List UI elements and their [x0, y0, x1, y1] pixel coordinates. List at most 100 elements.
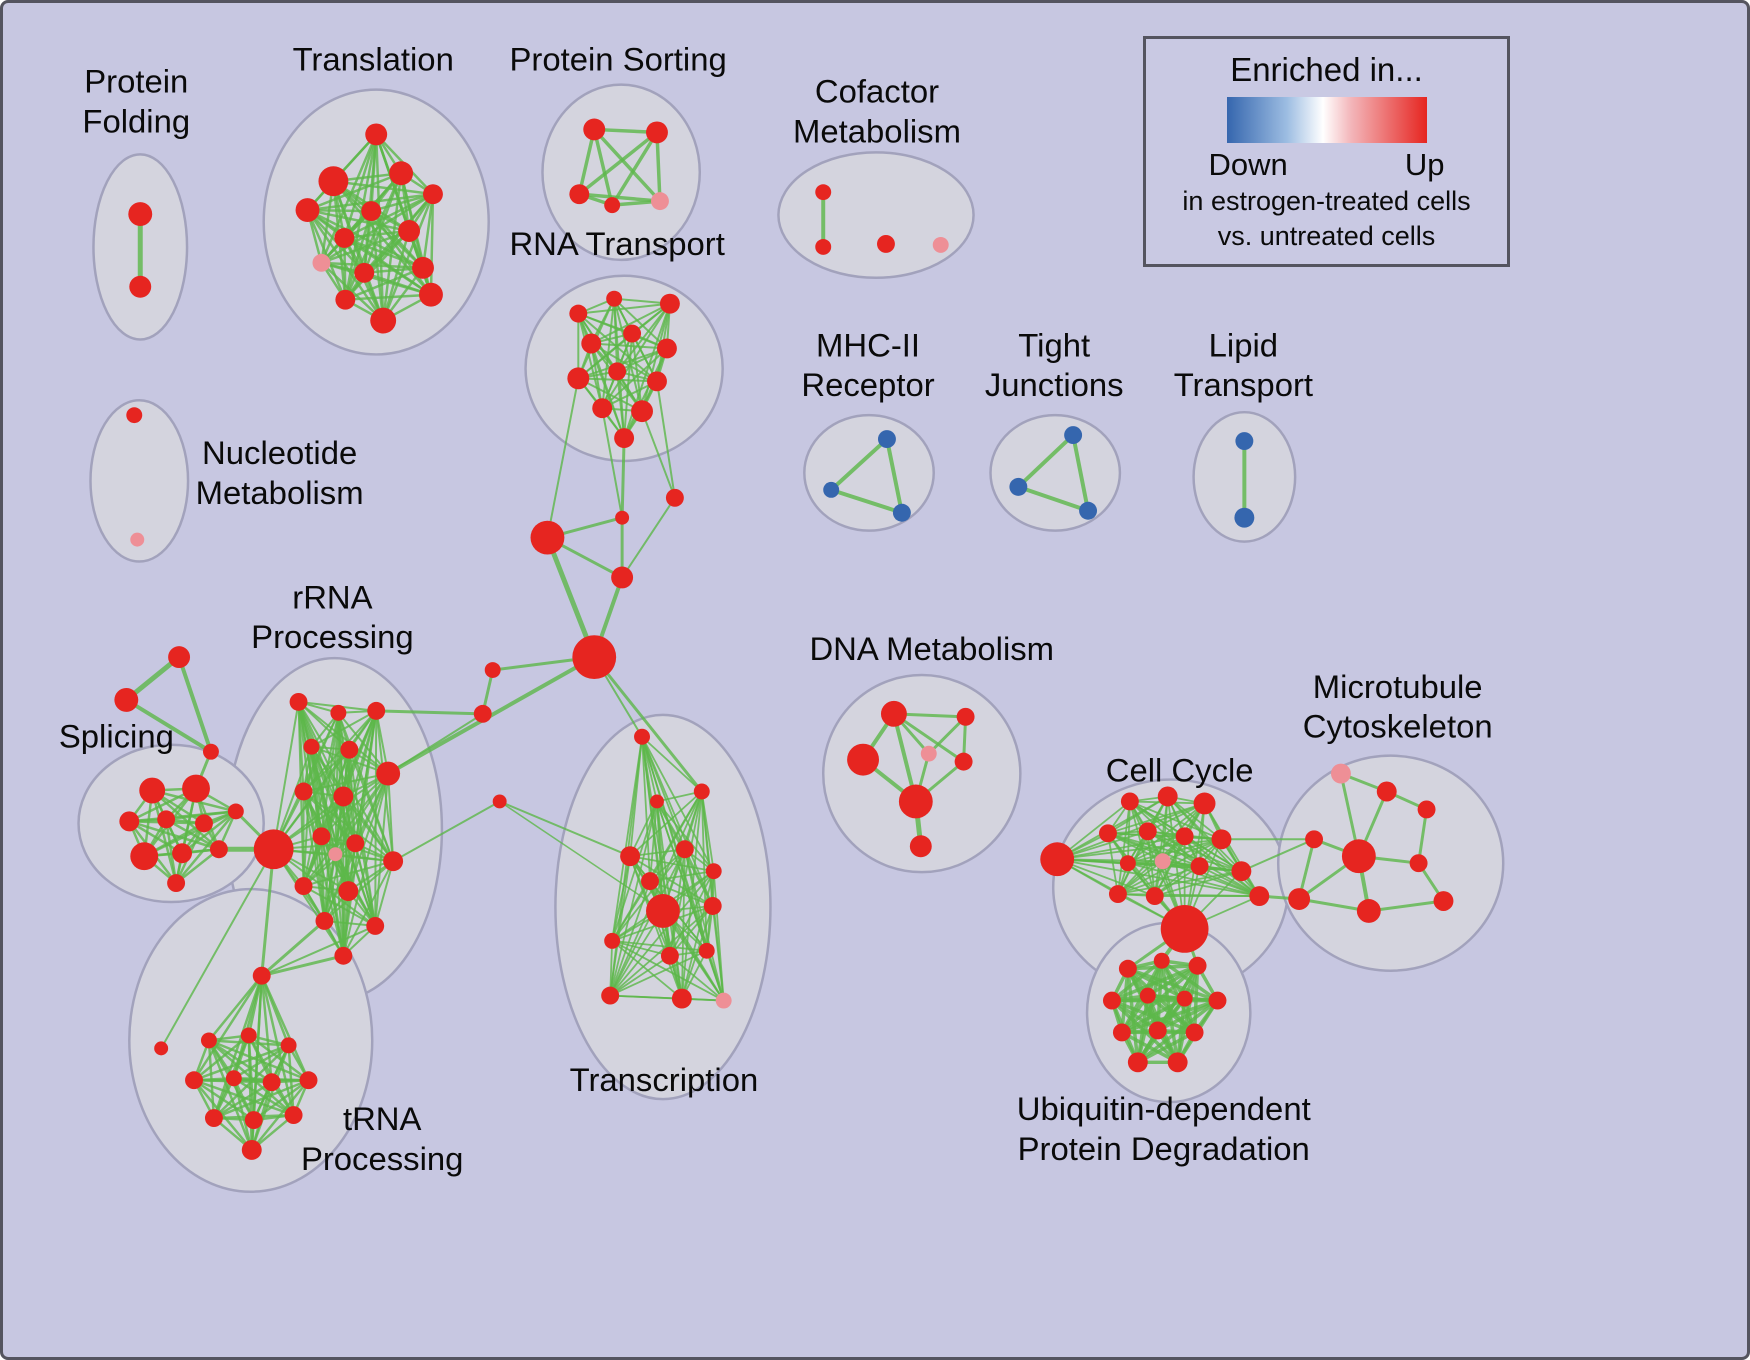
gene-set-node-h1[interactable]	[572, 635, 617, 680]
gene-set-node-t6[interactable]	[361, 201, 382, 222]
gene-set-node-sp1[interactable]	[139, 777, 166, 804]
gene-set-node-mh2[interactable]	[823, 481, 840, 498]
gene-set-node-cc8[interactable]	[1211, 829, 1232, 850]
gene-set-node-ub10[interactable]	[1185, 1023, 1204, 1042]
gene-set-node-tc1[interactable]	[634, 728, 650, 745]
gene-set-node-tj3[interactable]	[1079, 501, 1098, 520]
gene-set-node-tc4[interactable]	[620, 846, 641, 867]
gene-set-node-tr8[interactable]	[299, 1071, 318, 1090]
gene-set-node-cc4[interactable]	[1193, 792, 1216, 815]
gene-set-node-mc6[interactable]	[1409, 854, 1428, 873]
gene-set-node-cc14[interactable]	[1145, 887, 1164, 906]
gene-set-node-mc2[interactable]	[1376, 781, 1397, 802]
gene-set-node-t7[interactable]	[334, 228, 355, 248]
gene-set-node-dm6[interactable]	[898, 784, 933, 819]
gene-set-node-rp7[interactable]	[294, 782, 313, 801]
gene-set-node-tc9[interactable]	[703, 897, 722, 915]
gene-set-node-t14[interactable]	[419, 282, 443, 307]
gene-set-node-tr1[interactable]	[252, 966, 271, 985]
gene-set-node-ps5[interactable]	[650, 192, 669, 211]
gene-set-node-tc13[interactable]	[601, 986, 620, 1005]
gene-set-node-dm1[interactable]	[880, 700, 907, 727]
gene-set-node-tc6[interactable]	[705, 863, 722, 880]
gene-set-node-mc7[interactable]	[1288, 888, 1311, 910]
gene-set-node-ps2[interactable]	[646, 121, 668, 144]
gene-set-node-cm1[interactable]	[815, 184, 832, 201]
gene-set-node-rt6[interactable]	[656, 338, 677, 359]
gene-set-node-t1[interactable]	[365, 123, 388, 146]
gene-set-node-tr5[interactable]	[185, 1071, 203, 1090]
gene-set-node-cm2[interactable]	[815, 238, 832, 255]
gene-set-node-tc14[interactable]	[671, 988, 692, 1009]
gene-set-node-cc5[interactable]	[1099, 824, 1117, 843]
gene-set-node-k3[interactable]	[492, 794, 507, 809]
gene-set-node-rp16[interactable]	[315, 911, 334, 930]
gene-set-node-mc4[interactable]	[1305, 830, 1324, 849]
gene-set-node-sp10[interactable]	[167, 874, 186, 893]
gene-set-node-tc5[interactable]	[675, 840, 694, 859]
gene-set-node-tr2[interactable]	[200, 1032, 217, 1049]
gene-set-node-tr0[interactable]	[154, 1041, 169, 1056]
gene-set-node-ub11[interactable]	[1127, 1052, 1148, 1073]
gene-set-node-t4[interactable]	[389, 161, 414, 186]
gene-set-node-ub6[interactable]	[1176, 990, 1193, 1007]
gene-set-node-rt8[interactable]	[608, 362, 627, 381]
gene-set-node-mc3[interactable]	[1417, 800, 1436, 819]
gene-set-node-dm7[interactable]	[909, 835, 932, 858]
gene-set-node-rp8[interactable]	[333, 786, 354, 807]
gene-set-node-sp4[interactable]	[157, 810, 176, 829]
gene-set-node-t9[interactable]	[312, 253, 331, 272]
gene-set-node-cc12[interactable]	[1231, 861, 1252, 882]
gene-set-node-sp6[interactable]	[227, 803, 244, 820]
gene-set-node-dm4[interactable]	[920, 745, 937, 762]
gene-set-node-ub2[interactable]	[1153, 952, 1170, 969]
gene-set-node-sp2[interactable]	[182, 774, 210, 803]
gene-set-node-ub5[interactable]	[1139, 987, 1156, 1004]
gene-set-node-cc10[interactable]	[1154, 853, 1171, 870]
gene-set-node-t2[interactable]	[318, 166, 349, 197]
gene-set-node-cc3[interactable]	[1157, 786, 1178, 807]
gene-set-node-pf1[interactable]	[128, 202, 153, 227]
gene-set-node-c3[interactable]	[202, 743, 219, 760]
gene-set-node-cc11[interactable]	[1190, 857, 1209, 876]
gene-set-node-cm4[interactable]	[932, 236, 949, 253]
gene-set-node-rp1[interactable]	[289, 692, 308, 711]
gene-set-node-dm3[interactable]	[847, 743, 879, 776]
gene-set-node-ub4[interactable]	[1102, 991, 1121, 1010]
gene-set-node-k2[interactable]	[473, 704, 492, 723]
gene-set-node-tr4[interactable]	[280, 1037, 297, 1054]
gene-set-node-rp6[interactable]	[376, 761, 401, 786]
gene-set-node-tr6[interactable]	[225, 1070, 242, 1087]
gene-set-node-sp5[interactable]	[195, 814, 213, 833]
gene-set-node-ps3[interactable]	[569, 184, 590, 205]
gene-set-node-cc9[interactable]	[1119, 855, 1136, 872]
gene-set-node-cc1[interactable]	[1040, 842, 1075, 877]
gene-set-node-t8[interactable]	[398, 220, 421, 242]
gene-set-node-rp17[interactable]	[366, 916, 385, 935]
gene-set-node-ps1[interactable]	[583, 118, 606, 141]
gene-set-node-rt9[interactable]	[647, 371, 667, 392]
gene-set-node-lt1[interactable]	[1235, 432, 1254, 451]
gene-set-node-h5[interactable]	[665, 488, 684, 507]
gene-set-node-tr11[interactable]	[284, 1106, 303, 1125]
gene-set-node-rp5[interactable]	[340, 740, 359, 759]
gene-set-node-ub12[interactable]	[1167, 1052, 1188, 1073]
gene-set-node-tr12[interactable]	[241, 1139, 262, 1160]
gene-set-node-rt7[interactable]	[567, 367, 590, 390]
gene-set-node-rt5[interactable]	[623, 324, 642, 343]
gene-set-node-rp13[interactable]	[383, 851, 404, 872]
gene-set-node-mh1[interactable]	[877, 430, 896, 449]
gene-set-node-tc8[interactable]	[646, 894, 680, 928]
gene-set-node-sp9[interactable]	[209, 840, 228, 859]
gene-set-node-t10[interactable]	[354, 262, 375, 283]
gene-set-node-ps4[interactable]	[604, 197, 621, 214]
gene-set-node-rt12[interactable]	[614, 428, 635, 449]
gene-set-node-cc16[interactable]	[1249, 886, 1270, 906]
gene-set-node-t12[interactable]	[335, 289, 356, 310]
gene-set-node-nm1[interactable]	[126, 407, 143, 424]
gene-set-node-rt4[interactable]	[581, 333, 602, 354]
gene-set-node-t5[interactable]	[423, 184, 443, 205]
gene-set-node-sp3[interactable]	[119, 811, 140, 832]
gene-set-node-mc8[interactable]	[1356, 899, 1381, 923]
gene-set-node-k1[interactable]	[484, 662, 501, 679]
